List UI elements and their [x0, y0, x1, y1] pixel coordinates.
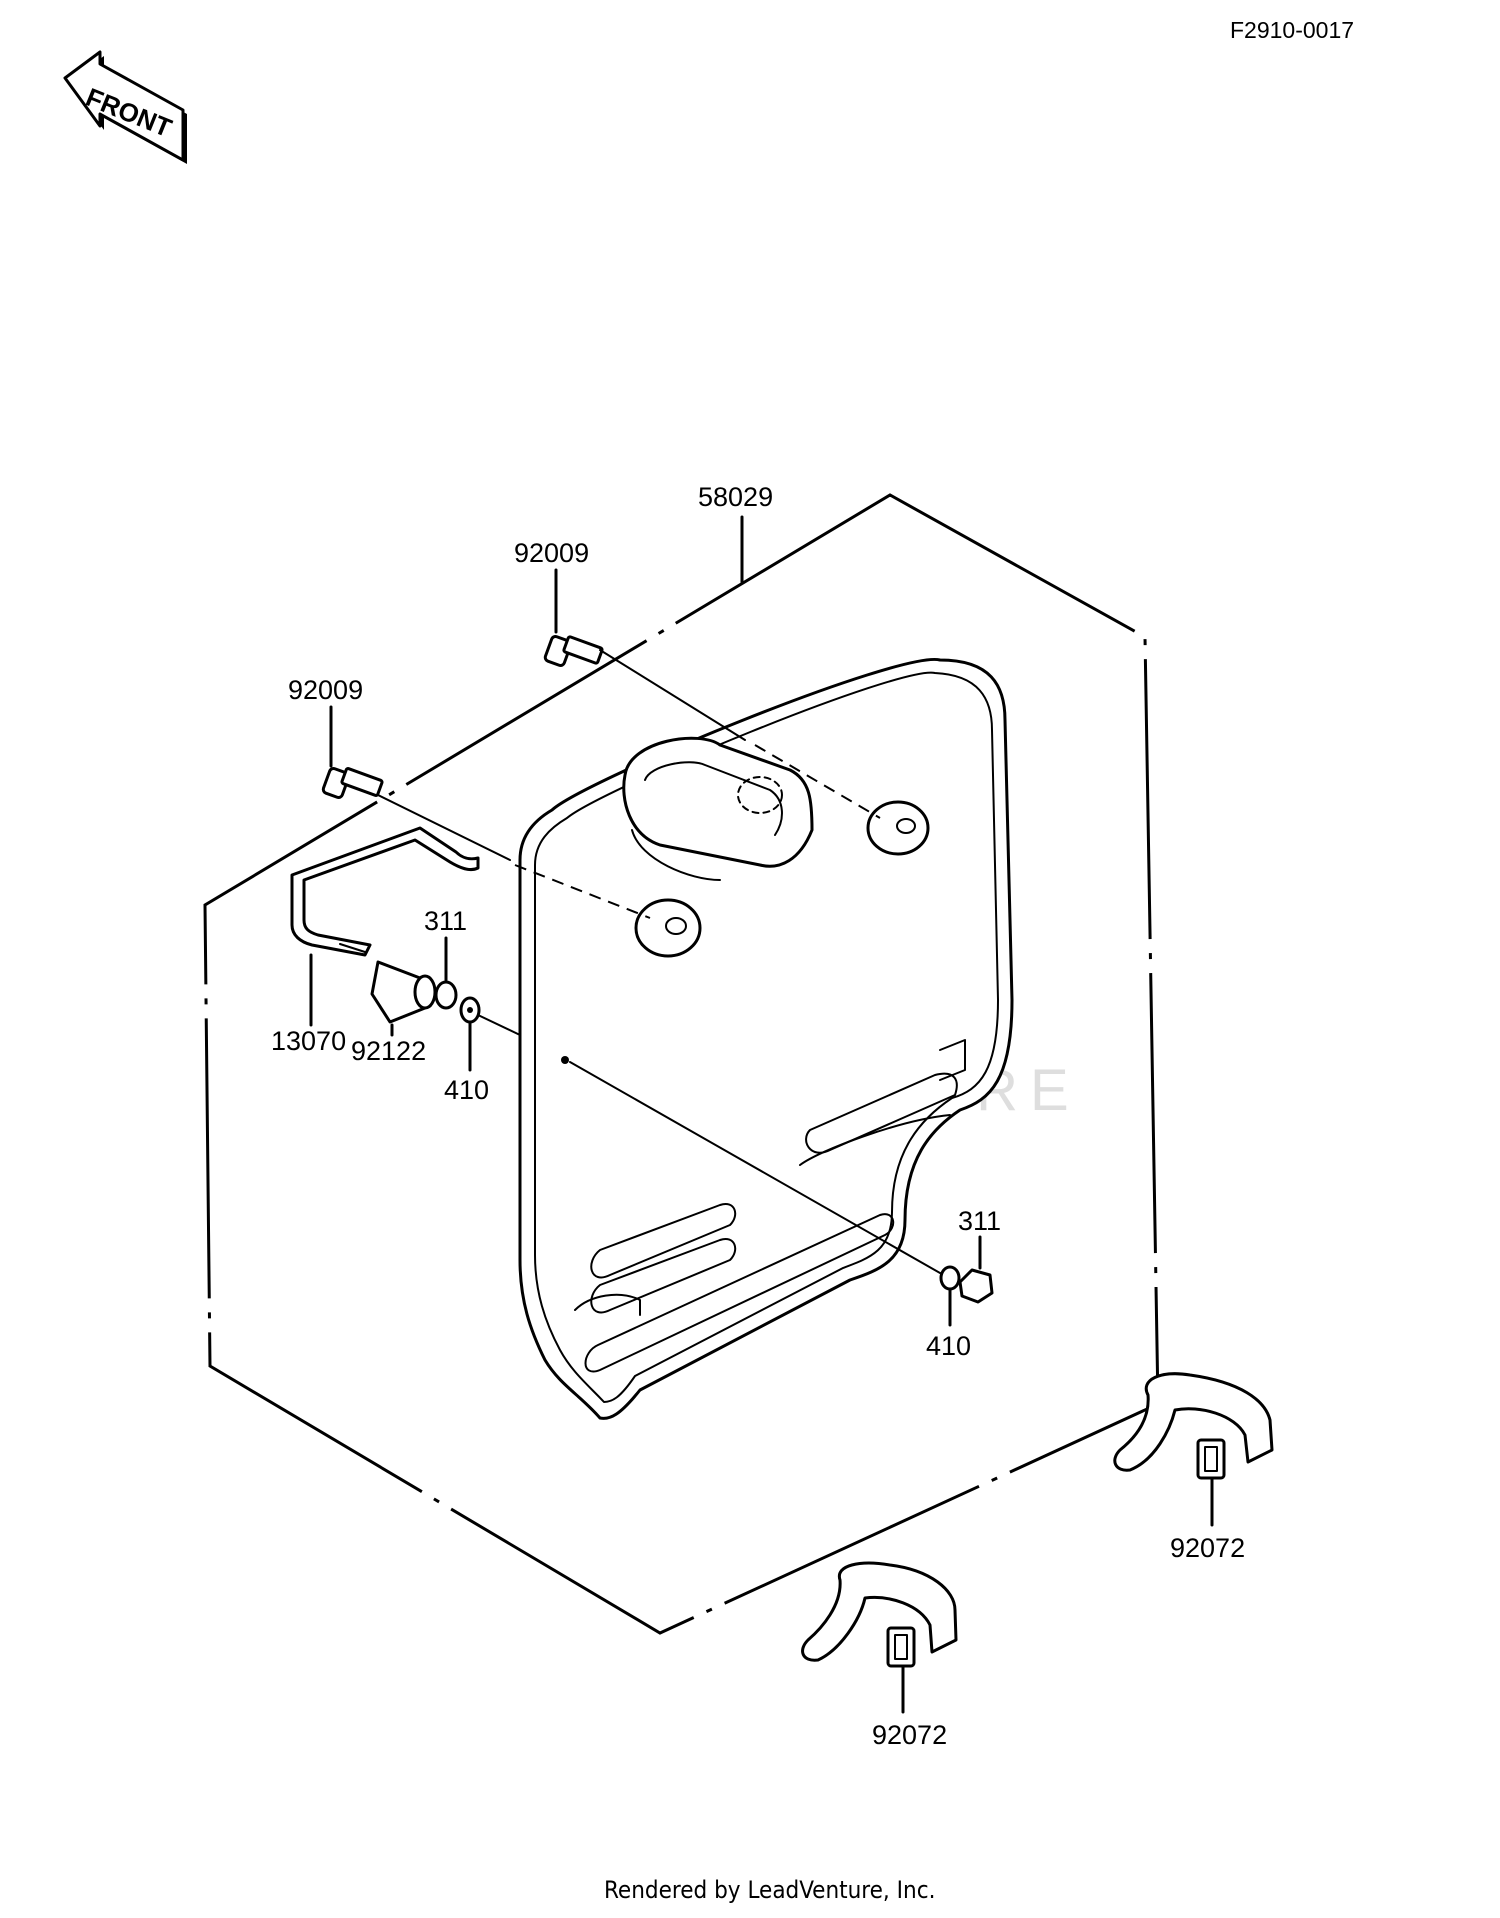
callout-92122: 92122 [351, 1036, 426, 1066]
callout-92009-lower: 92009 [288, 675, 363, 705]
bolt-upper [543, 634, 604, 668]
callout-92072-right: 92072 [1170, 1533, 1245, 1563]
callout-92009-upper: 92009 [514, 538, 589, 568]
front-arrow-icon: FRONT [63, 50, 187, 164]
side-cover-panel [518, 658, 1014, 1420]
band-clamp-left [801, 1561, 958, 1668]
washer-right [939, 1265, 961, 1291]
collar [370, 960, 437, 1024]
callout-311-right: 311 [958, 1206, 1001, 1236]
footer-credit: Rendered by LeadVenture, Inc. [604, 1876, 935, 1904]
assembly-line [514, 864, 651, 919]
assembly-line [377, 794, 511, 861]
band-clamp-right [1113, 1372, 1274, 1480]
callout-13070: 13070 [271, 1026, 346, 1056]
diagram-code: F2910-0017 [1230, 17, 1354, 43]
assembly-line [477, 1014, 521, 1036]
kit-outline-frame [203, 493, 1160, 1635]
callout-92072-left: 92072 [872, 1720, 947, 1750]
assembly-line [599, 649, 746, 741]
assembly-line [569, 1061, 941, 1274]
callout-410-left: 410 [444, 1075, 489, 1105]
callout-410-right: 410 [926, 1331, 971, 1361]
nut-left [434, 980, 458, 1010]
assembly-line [754, 744, 881, 819]
callout-58029: 58029 [698, 482, 773, 512]
stay-rod [290, 826, 480, 957]
washer-left [459, 996, 481, 1024]
bolt-lower [321, 766, 384, 800]
callout-311-left: 311 [424, 906, 467, 936]
nut-right [958, 1268, 994, 1304]
